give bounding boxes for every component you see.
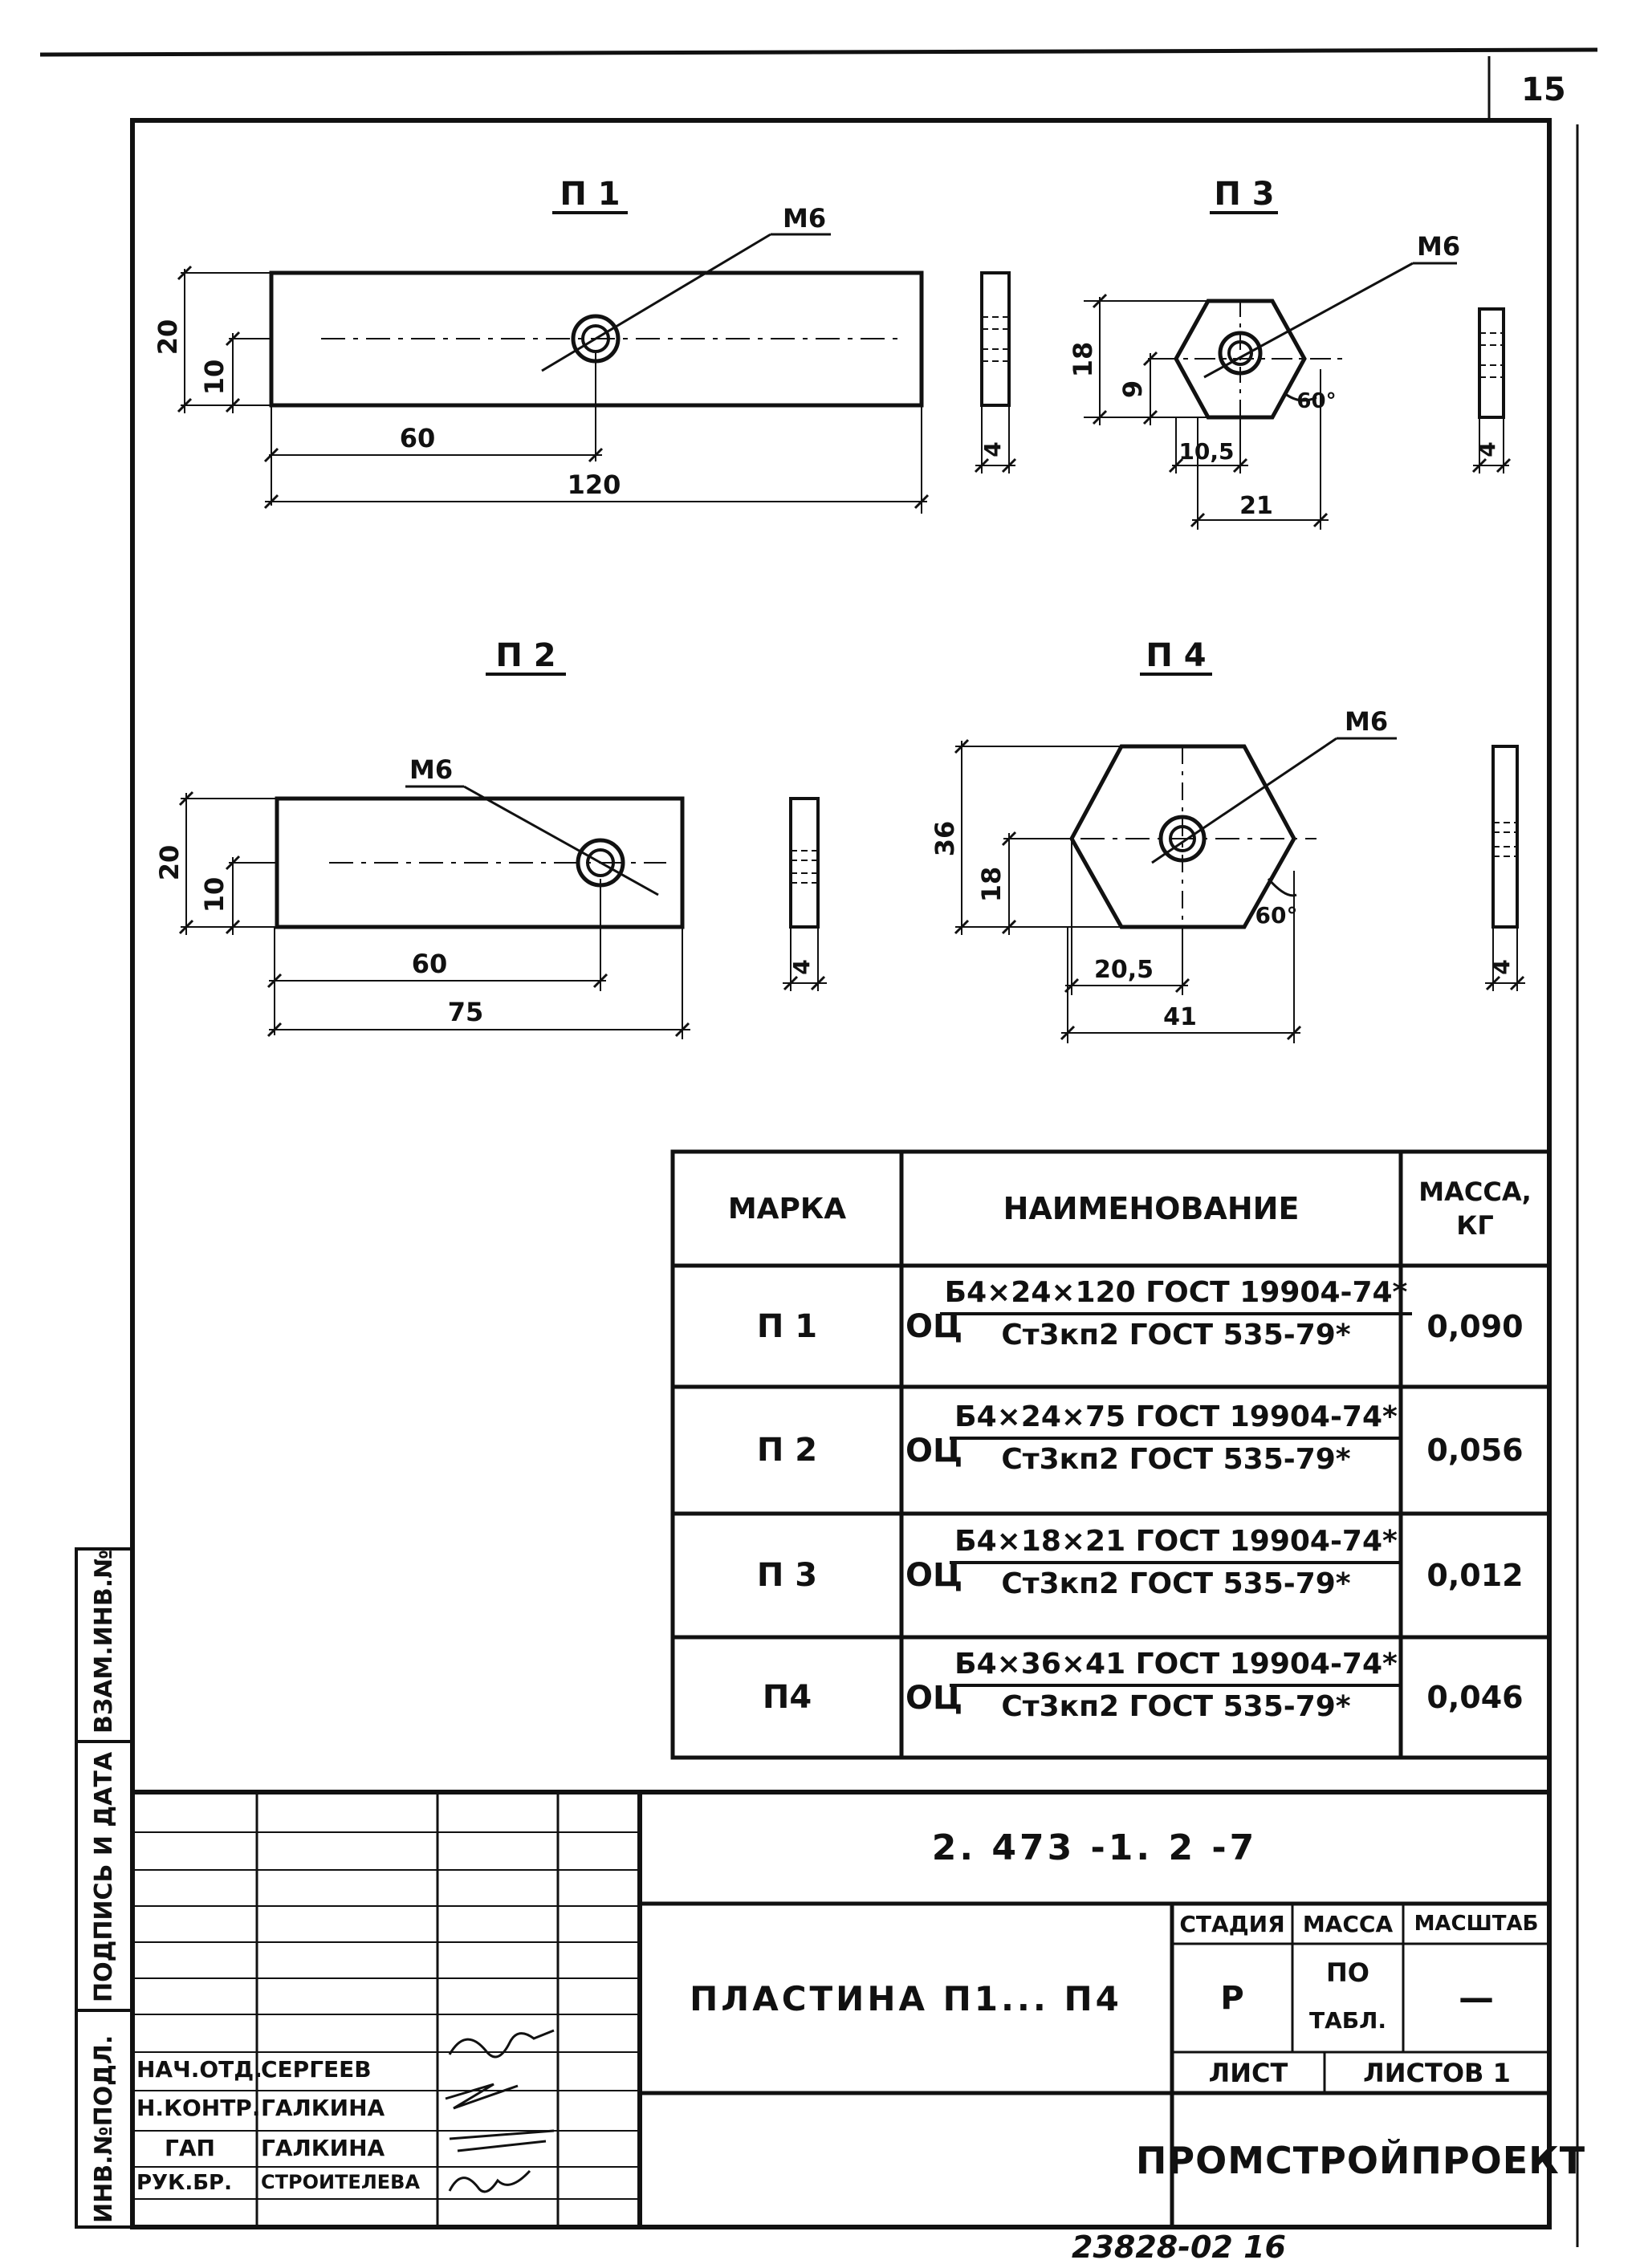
part-p1-dim-hole-x: 60 xyxy=(400,423,436,453)
archive-number: 23828-02 16 xyxy=(1072,2229,1286,2265)
spec-row-name: Б4×18×21 ГОСТ 19904-74* Ст3кп2 ГОСТ 535-… xyxy=(950,1525,1402,1600)
stage-value: Р xyxy=(1220,1979,1244,2017)
part-p4-thread: М6 xyxy=(1345,706,1388,737)
sheets-count: ЛИСТОВ 1 xyxy=(1363,2057,1511,2088)
spec-row-name-top: Б4×24×75 ГОСТ 19904-74* xyxy=(950,1400,1402,1440)
part-p2-thread: М6 xyxy=(409,754,453,785)
part-p1-dim-length: 120 xyxy=(568,469,621,500)
part-p3-thread: М6 xyxy=(1417,231,1460,262)
signer-role: ГАП xyxy=(165,2135,215,2161)
spec-row-name-bottom: Ст3кп2 ГОСТ 535-79* xyxy=(1001,1443,1351,1476)
part-p2-dim-hole-y: 10 xyxy=(199,877,230,913)
part-p2-dim-hole-x: 60 xyxy=(412,949,448,979)
scale-label: МАСШТАБ xyxy=(1414,1912,1539,1936)
part-p3-dim-hole-y: 9 xyxy=(1117,380,1148,398)
part-p4-dim-length: 41 xyxy=(1163,1003,1197,1031)
spec-header-mark: МАРКА xyxy=(727,1192,847,1225)
part-p1-label: П 1 xyxy=(560,176,620,213)
signer-name: ГАЛКИНА xyxy=(261,2095,385,2121)
spec-row-name: Б4×36×41 ГОСТ 19904-74* Ст3кп2 ГОСТ 535-… xyxy=(950,1648,1402,1723)
part-p4-dim-thickness: 4 xyxy=(1488,959,1515,974)
signer-name: СТРОИТЕЛЕВА xyxy=(261,2171,421,2193)
part-p3-angle: 60° xyxy=(1296,389,1336,413)
part-p1-dim-hole-y: 10 xyxy=(199,360,230,396)
signer-name: ГАЛКИНА xyxy=(261,2135,385,2161)
spec-table-grid xyxy=(670,1149,1552,1760)
title-block-grid xyxy=(132,1790,1549,2227)
part-p4-drawing xyxy=(955,737,1525,1043)
signer-role: Н.КОНТР. xyxy=(136,2095,261,2121)
part-p4-dim-height: 36 xyxy=(930,821,960,857)
company-name: ПРОМСТРОЙПРОЕКТ xyxy=(1135,2138,1586,2182)
part-p1-dim-height: 20 xyxy=(153,319,183,356)
scale-value: — xyxy=(1459,1977,1494,2018)
mass-value-line-2: ТАБЛ. xyxy=(1308,2007,1386,2034)
spec-row-name-bottom: Ст3кп2 ГОСТ 535-79* xyxy=(1001,1567,1351,1600)
signer-role: НАЧ.ОТД. xyxy=(136,2056,262,2083)
stamp-inv-orig: ИНВ.№ПОДЛ. xyxy=(90,2034,118,2223)
sheet-label: ЛИСТ xyxy=(1208,2057,1288,2088)
part-p3-label: П 3 xyxy=(1214,176,1274,213)
spec-header-mass: МАССА, КГ xyxy=(1418,1177,1532,1241)
part-p2-dim-thickness: 4 xyxy=(788,959,815,974)
spec-row-mass: 0,056 xyxy=(1426,1433,1524,1468)
part-p2-dim-length: 75 xyxy=(448,997,484,1027)
spec-row-name-top: Б4×18×21 ГОСТ 19904-74* xyxy=(950,1525,1402,1564)
stamp-sign-date: ПОДПИСЬ И ДАТА xyxy=(90,1751,118,2002)
spec-row-mass: 0,012 xyxy=(1426,1558,1524,1593)
spec-row-name-bottom: Ст3кп2 ГОСТ 535-79* xyxy=(1001,1319,1351,1351)
part-p1-thread: М6 xyxy=(783,203,826,234)
spec-row-name-top: Б4×36×41 ГОСТ 19904-74* xyxy=(950,1648,1402,1687)
part-p4-label: П 4 xyxy=(1146,637,1206,674)
part-p1-dim-thickness: 4 xyxy=(979,441,1006,457)
signer-name: СЕРГЕЕВ xyxy=(261,2056,372,2083)
spec-row-mark: П 2 xyxy=(756,1432,818,1469)
mass-value-line-1: ПО xyxy=(1326,1957,1369,1988)
side-stamp-grid xyxy=(75,1547,134,2229)
part-p4-angle: 60° xyxy=(1255,902,1298,929)
stage-label: СТАДИЯ xyxy=(1179,1910,1285,1937)
part-p4-dim-hole-y: 18 xyxy=(976,867,1007,903)
stamp-replace-inv: ВЗАМ.ИНВ.№ xyxy=(90,1549,118,1734)
drawing-title: ПЛАСТИНА П1... П4 xyxy=(690,1978,1122,2018)
spec-row-mark: П 3 xyxy=(756,1557,818,1594)
spec-row-mark: П4 xyxy=(762,1679,812,1716)
spec-row-name-bottom: Ст3кп2 ГОСТ 535-79* xyxy=(1001,1690,1351,1723)
spec-row-mass: 0,046 xyxy=(1426,1680,1524,1715)
part-p2-dim-height: 20 xyxy=(154,845,185,881)
part-p3-dim-length: 21 xyxy=(1239,492,1273,520)
spec-row-name: Б4×24×75 ГОСТ 19904-74* Ст3кп2 ГОСТ 535-… xyxy=(950,1400,1402,1476)
signature-marks xyxy=(445,2029,555,2193)
part-p2-label: П 2 xyxy=(495,637,555,674)
spec-header-name: НАИМЕНОВАНИЕ xyxy=(1003,1191,1300,1226)
part-p3-dim-thickness: 4 xyxy=(1474,441,1500,457)
spec-row-mass: 0,090 xyxy=(1426,1308,1524,1344)
part-p3-dim-hole-x: 10,5 xyxy=(1178,438,1234,465)
part-p1-drawing xyxy=(181,233,1015,514)
spec-row-name-top: Б4×24×120 ГОСТ 19904-74* xyxy=(939,1276,1413,1315)
spec-row-mark: П 1 xyxy=(756,1307,818,1345)
part-p2-drawing xyxy=(181,785,827,1039)
spec-row-name: Б4×24×120 ГОСТ 19904-74* Ст3кп2 ГОСТ 535… xyxy=(939,1276,1413,1351)
part-p4-dim-hole-x: 20,5 xyxy=(1094,956,1154,984)
part-p3-dim-height: 18 xyxy=(1068,342,1098,378)
sheet-number: 15 xyxy=(1521,71,1566,108)
signer-role: РУК.БР. xyxy=(136,2171,232,2195)
part-p3-drawing xyxy=(1084,262,1509,530)
doc-code: 2. 473 -1. 2 -7 xyxy=(931,1827,1258,1868)
mass-label: МАССА xyxy=(1302,1910,1394,1937)
